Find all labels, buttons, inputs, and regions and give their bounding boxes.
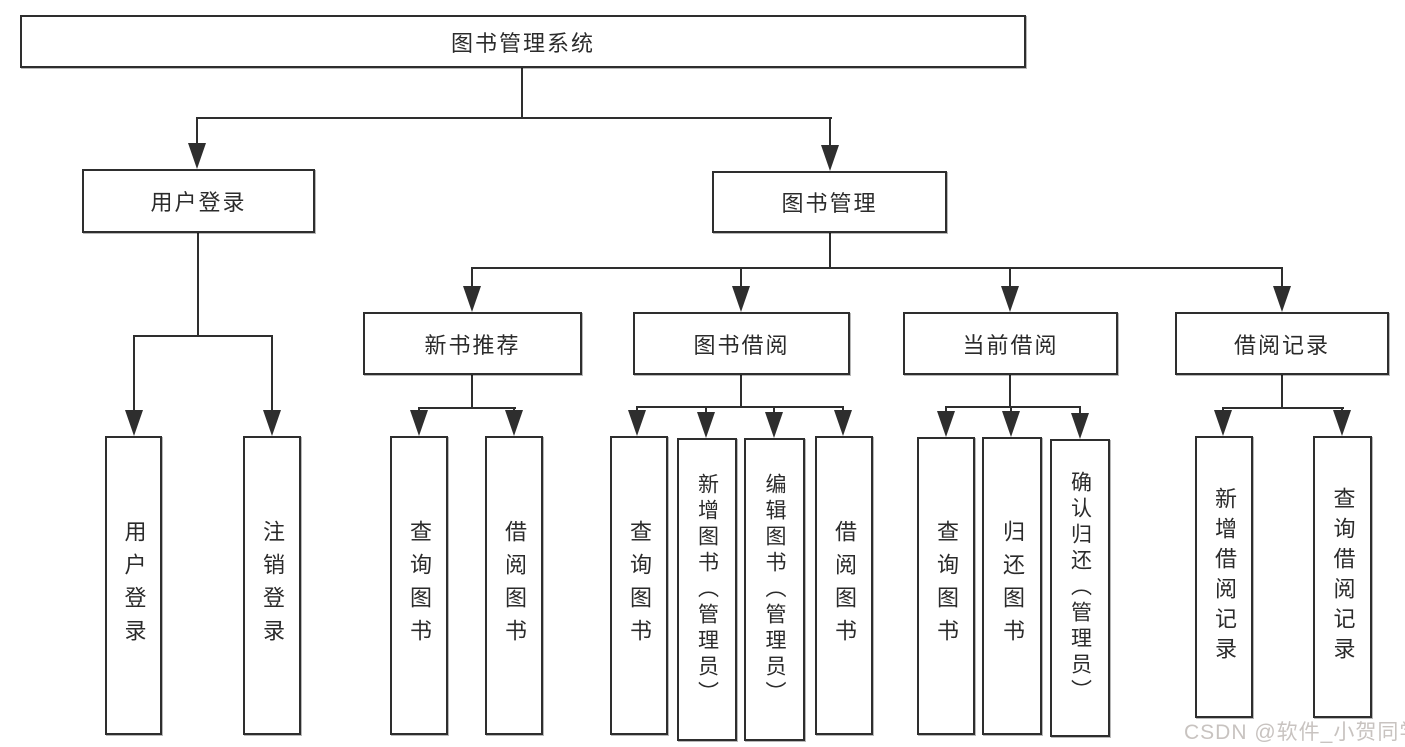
- leaf-current-query-books-label: 查询图书: [934, 520, 959, 652]
- connector-line: [418, 407, 516, 409]
- node-new-book-rec: 新书推荐: [363, 312, 582, 375]
- leaf-record-add-record-label: 新增借阅记录: [1212, 487, 1237, 667]
- arrow-down-icon: [765, 412, 783, 438]
- arrow-down-icon: [263, 410, 281, 436]
- connector-line: [133, 335, 135, 415]
- connector-line: [521, 66, 523, 119]
- leaf-newrec-borrow-books-label: 借阅图书: [502, 519, 527, 652]
- arrow-down-icon: [505, 410, 523, 436]
- leaf-current-confirm-return-admin: 确认归还（管理员）: [1050, 439, 1110, 737]
- leaf-newrec-query-books: 查询图书: [390, 436, 448, 735]
- leaf-record-query-record-label: 查询借阅记录: [1330, 487, 1356, 667]
- node-book-borrow-label: 图书借阅: [693, 332, 790, 358]
- arrow-down-icon: [125, 410, 143, 436]
- connector-line: [773, 406, 775, 416]
- leaf-borrow-edit-books-admin: 编辑图书（管理员）: [744, 438, 805, 741]
- arrow-down-icon: [697, 412, 715, 438]
- leaf-current-return-books-label: 归还图书: [1000, 520, 1025, 652]
- arrow-down-icon: [1214, 410, 1232, 436]
- node-borrow-record: 借阅记录: [1175, 312, 1389, 375]
- connector-line: [471, 267, 473, 292]
- connector-line: [471, 375, 473, 409]
- connector-line: [1009, 267, 1011, 292]
- leaf-borrow-borrow-books: 借阅图书: [815, 436, 873, 735]
- node-book-mgmt-label: 图书管理: [781, 191, 878, 216]
- connector-line: [1079, 406, 1081, 416]
- node-borrow-record-label: 借阅记录: [1233, 332, 1330, 358]
- leaf-borrow-add-books-admin-label: 新增图书（管理员）: [695, 472, 719, 707]
- leaf-user-login: 用户登录: [105, 436, 162, 735]
- arrow-down-icon: [1273, 286, 1291, 312]
- leaf-borrow-borrow-books-label: 借阅图书: [832, 519, 857, 652]
- node-current-borrow: 当前借阅: [903, 312, 1118, 375]
- leaf-current-return-books: 归还图书: [982, 437, 1042, 735]
- arrow-down-icon: [1001, 286, 1019, 312]
- connector-line: [197, 233, 199, 337]
- leaf-record-add-record: 新增借阅记录: [1195, 436, 1253, 718]
- arrow-down-icon: [463, 286, 481, 312]
- node-root: 图书管理系统: [20, 15, 1026, 68]
- node-book-mgmt: 图书管理: [712, 171, 947, 233]
- connector-line: [636, 406, 844, 408]
- leaf-logout: 注销登录: [243, 436, 301, 735]
- arrow-down-icon: [188, 143, 206, 169]
- node-user-login-label: 用户登录: [150, 190, 247, 215]
- leaf-current-query-books: 查询图书: [917, 437, 975, 735]
- connector-line: [196, 117, 832, 119]
- leaf-borrow-add-books-admin: 新增图书（管理员）: [677, 438, 737, 741]
- node-user-login: 用户登录: [82, 169, 315, 233]
- connector-line: [740, 267, 742, 292]
- leaf-record-query-record: 查询借阅记录: [1313, 436, 1372, 718]
- connector-line: [740, 375, 742, 408]
- leaf-logout-label: 注销登录: [260, 519, 285, 652]
- leaf-newrec-borrow-books: 借阅图书: [485, 436, 543, 735]
- connector-line: [945, 406, 1081, 408]
- csdn-watermark: CSDN @软件_小贺同学: [1184, 721, 1405, 744]
- arrow-down-icon: [1002, 411, 1020, 437]
- leaf-newrec-query-books-label: 查询图书: [407, 519, 432, 652]
- arrow-down-icon: [834, 410, 852, 436]
- connector-line: [271, 335, 273, 415]
- arrow-down-icon: [1333, 410, 1351, 436]
- connector-line: [1222, 407, 1344, 409]
- node-current-borrow-label: 当前借阅: [962, 332, 1059, 358]
- connector-line: [1281, 267, 1283, 292]
- leaf-current-confirm-return-admin-label: 确认归还（管理员）: [1068, 471, 1092, 705]
- arrow-down-icon: [628, 410, 646, 436]
- connector-line: [1281, 375, 1283, 409]
- arrow-down-icon: [937, 411, 955, 437]
- arrow-down-icon: [821, 145, 839, 171]
- node-new-book-rec-label: 新书推荐: [424, 332, 521, 358]
- connector-line: [196, 117, 198, 149]
- connector-line: [829, 117, 831, 150]
- node-book-borrow: 图书借阅: [633, 312, 850, 375]
- arrow-down-icon: [732, 286, 750, 312]
- leaf-user-login-label: 用户登录: [121, 519, 147, 652]
- leaf-borrow-edit-books-admin-label: 编辑图书（管理员）: [763, 472, 786, 707]
- connector-line: [133, 335, 273, 337]
- connector-line: [471, 267, 1283, 269]
- connector-line: [829, 233, 831, 269]
- node-root-label: 图书管理系统: [450, 30, 595, 56]
- connector-line: [705, 406, 707, 416]
- connector-line: [1009, 375, 1011, 408]
- leaf-borrow-query-books-label: 查询图书: [627, 519, 652, 652]
- arrow-down-icon: [410, 410, 428, 436]
- arrow-down-icon: [1071, 413, 1089, 439]
- leaf-borrow-query-books: 查询图书: [610, 436, 668, 735]
